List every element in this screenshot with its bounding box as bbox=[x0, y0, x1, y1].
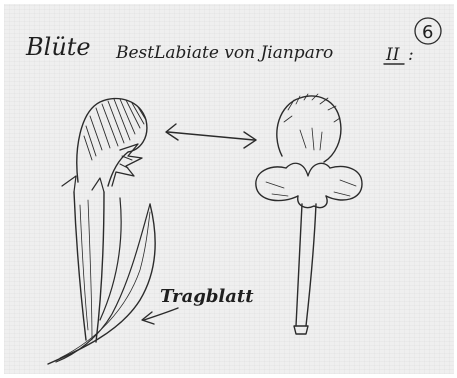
heading-species-text: BestLabiate von Jianparo bbox=[115, 43, 333, 63]
flower-front-view bbox=[256, 94, 362, 334]
heading-roman-numeral: II bbox=[385, 45, 400, 65]
page-number: 6 bbox=[422, 22, 433, 43]
comparison-arrow bbox=[166, 124, 256, 148]
flower-side-view bbox=[62, 99, 147, 342]
bract-label: Tragblatt bbox=[160, 286, 254, 307]
heading-word-bluete: Blüte bbox=[25, 33, 91, 61]
heading-colon: : bbox=[408, 45, 414, 65]
